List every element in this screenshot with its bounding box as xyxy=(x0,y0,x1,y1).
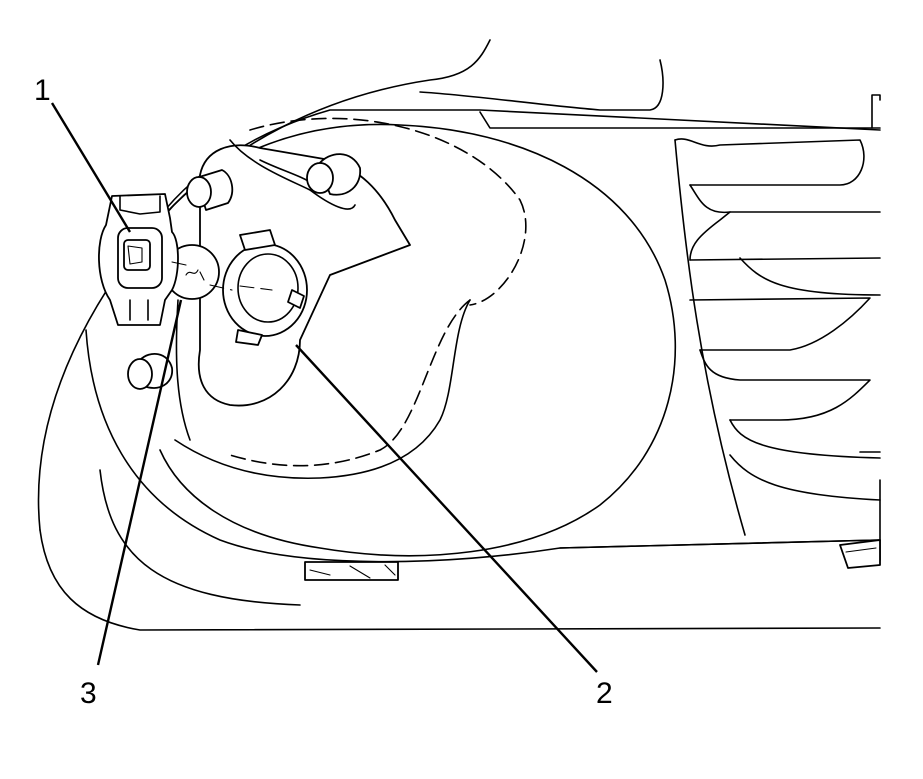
callout-leaders xyxy=(50,102,598,673)
leader-line-3 xyxy=(96,299,183,666)
leader-line-1 xyxy=(50,102,132,233)
reflector-bowl xyxy=(159,117,677,557)
callout-label-1: 1 xyxy=(34,74,51,107)
leader-line-2 xyxy=(295,344,598,673)
callout-labels: 1 2 3 xyxy=(34,74,613,710)
electrical-connector xyxy=(98,193,187,326)
bulb-socket xyxy=(222,229,308,346)
mounting-bolt-top-left xyxy=(186,169,234,211)
headlamp-housing xyxy=(37,39,881,631)
callout-label-3: 3 xyxy=(80,677,97,710)
mounting-tabs xyxy=(304,539,881,581)
callout-label-2: 2 xyxy=(596,677,613,710)
side-louvers xyxy=(674,138,881,536)
mounting-bolt-top-right xyxy=(306,153,361,196)
